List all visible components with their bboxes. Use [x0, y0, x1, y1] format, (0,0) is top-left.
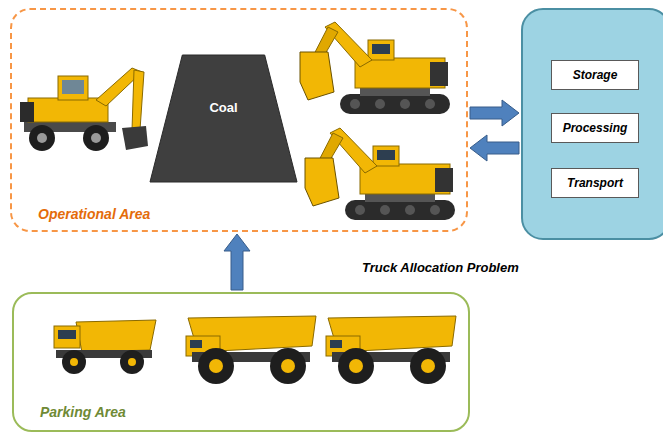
mining-shovel: [380, 205, 390, 215]
function-box: Transport: [551, 168, 639, 198]
mining-shovel: [300, 22, 450, 114]
mining-shovel: [305, 158, 339, 206]
dump-truck: [198, 348, 234, 384]
coal-shape: [150, 55, 297, 182]
dump-truck: [330, 340, 342, 348]
mining-shovel: [425, 99, 435, 109]
mining-shovel: [373, 146, 399, 166]
dump-truck: [120, 350, 144, 374]
block-arrow: [470, 135, 519, 161]
wheel-excavator: [91, 133, 101, 143]
wheel-excavator: [28, 98, 108, 122]
dump-truck: [421, 359, 435, 373]
mining-shovel: [345, 200, 455, 220]
mining-shovel: [375, 99, 385, 109]
wheel-excavator: [62, 80, 84, 94]
mining-shovel: [350, 99, 360, 109]
box-label: Storage: [573, 68, 618, 82]
dump-truck: [54, 326, 80, 348]
wheel-excavator: [122, 126, 148, 150]
block-arrow: [224, 234, 250, 290]
mining-shovel: [405, 205, 415, 215]
mining-shovel: [305, 128, 455, 220]
wheel-excavator: [29, 125, 55, 151]
mining-shovel: [377, 150, 395, 160]
dump-truck: [62, 350, 86, 374]
dump-truck: [186, 316, 316, 384]
free-label: Truck Allocation Problem: [362, 260, 519, 275]
annotation-label: Truck Allocation Problem: [362, 260, 519, 275]
dump-truck: [410, 348, 446, 384]
wheel-excavator: [83, 125, 109, 151]
mining-shovel: [430, 205, 440, 215]
function-box: Storage: [551, 60, 639, 90]
coal-shape: [150, 55, 297, 182]
mining-shovel: [430, 62, 448, 86]
dump-truck: [54, 320, 156, 374]
dump-truck: [349, 359, 363, 373]
mining-shovel: [435, 168, 453, 192]
dump-truck: [190, 340, 202, 348]
mining-shovel: [368, 40, 394, 60]
wheel-excavator: [20, 102, 34, 122]
mining-shovel: [372, 44, 390, 54]
box-label: Processing: [563, 121, 628, 135]
dump-truck: [338, 348, 374, 384]
wheel-excavator: [37, 133, 47, 143]
wheel-excavator: [58, 76, 88, 100]
coal-pile: Coal: [150, 55, 297, 182]
dump-truck: [270, 348, 306, 384]
area-label: Parking Area: [40, 404, 126, 420]
coal-label: Coal: [209, 100, 237, 115]
wheel-excavator: [20, 68, 148, 151]
dump-truck: [128, 358, 136, 366]
mining-shovel: [355, 205, 365, 215]
area-label: Operational Area: [38, 206, 150, 222]
dump-truck: [326, 316, 456, 384]
function-panel: StorageProcessingTransport: [521, 8, 663, 240]
function-box: Processing: [551, 113, 639, 143]
dump-truck: [58, 330, 76, 339]
area-region: Parking Area: [12, 292, 470, 432]
mining-shovel: [300, 52, 334, 100]
block-arrow: [470, 100, 519, 126]
mining-shovel: [400, 99, 410, 109]
dump-truck: [281, 359, 295, 373]
wheel-excavator: [132, 70, 144, 130]
dump-truck: [76, 320, 156, 352]
area-region: Operational Area Coal: [10, 8, 468, 232]
dump-truck: [70, 358, 78, 366]
dump-truck: [209, 359, 223, 373]
mining-shovel: [340, 94, 450, 114]
box-label: Transport: [567, 176, 623, 190]
